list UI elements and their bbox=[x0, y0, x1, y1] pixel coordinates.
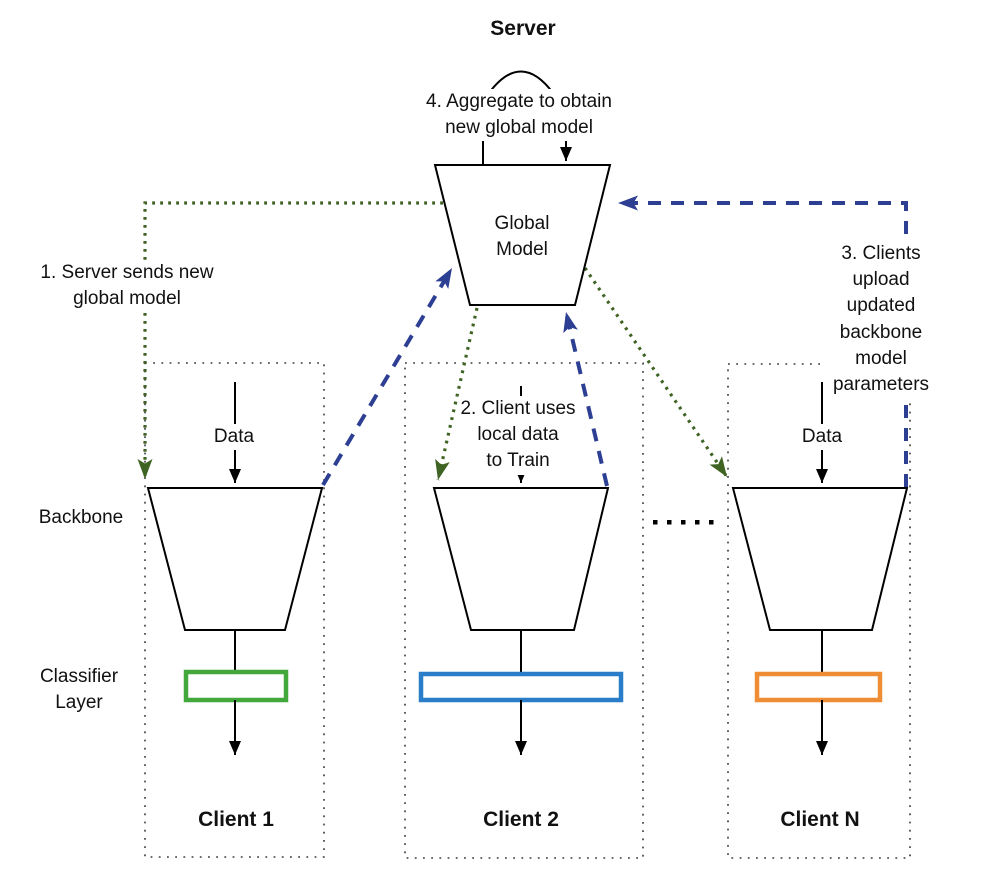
client2-boundary-box bbox=[404, 362, 644, 859]
global-model-label: Global Model bbox=[494, 213, 550, 261]
client1-name: Client 1 bbox=[198, 808, 274, 831]
step1-label: 1. Server sends new global model bbox=[38, 260, 216, 313]
client1-boundary-box bbox=[144, 362, 325, 858]
step2-label: 2. Client uses local data to Train bbox=[458, 396, 578, 475]
ellipsis-dots bbox=[653, 520, 714, 525]
download-arrow-clientN bbox=[583, 267, 729, 478]
classifier-layer-label: Classifier Layer bbox=[39, 666, 119, 714]
client1-classifier-rect bbox=[183, 669, 289, 703]
client2-backbone-trapezoid bbox=[432, 487, 610, 631]
clientN-backbone-trapezoid bbox=[731, 487, 909, 631]
step3-label: 3. Clients upload updated backbone model… bbox=[823, 241, 939, 399]
data-label-clientN: Data bbox=[799, 424, 845, 451]
download-arrow-client1 bbox=[137, 201, 443, 479]
upload-arrow-client2 bbox=[563, 311, 609, 487]
aggregate-label: 4. Aggregate to obtain new global model bbox=[424, 89, 614, 142]
clientN-classifier-rect bbox=[754, 671, 883, 703]
upload-arrow-client1 bbox=[321, 266, 454, 487]
backbone-label: Backbone bbox=[38, 507, 124, 528]
client2-name: Client 2 bbox=[483, 808, 559, 831]
client2-classifier-rect bbox=[418, 671, 624, 703]
clientN-boundary-box bbox=[727, 363, 911, 859]
clientN-name: Client N bbox=[780, 808, 860, 831]
global-model-trapezoid bbox=[433, 164, 612, 306]
client1-backbone-trapezoid bbox=[146, 487, 324, 631]
aggregate-self-loop-arc bbox=[488, 70, 554, 94]
server-title: Server bbox=[490, 17, 556, 40]
data-label-client1: Data bbox=[211, 424, 257, 451]
download-arrow-client2 bbox=[435, 307, 479, 481]
